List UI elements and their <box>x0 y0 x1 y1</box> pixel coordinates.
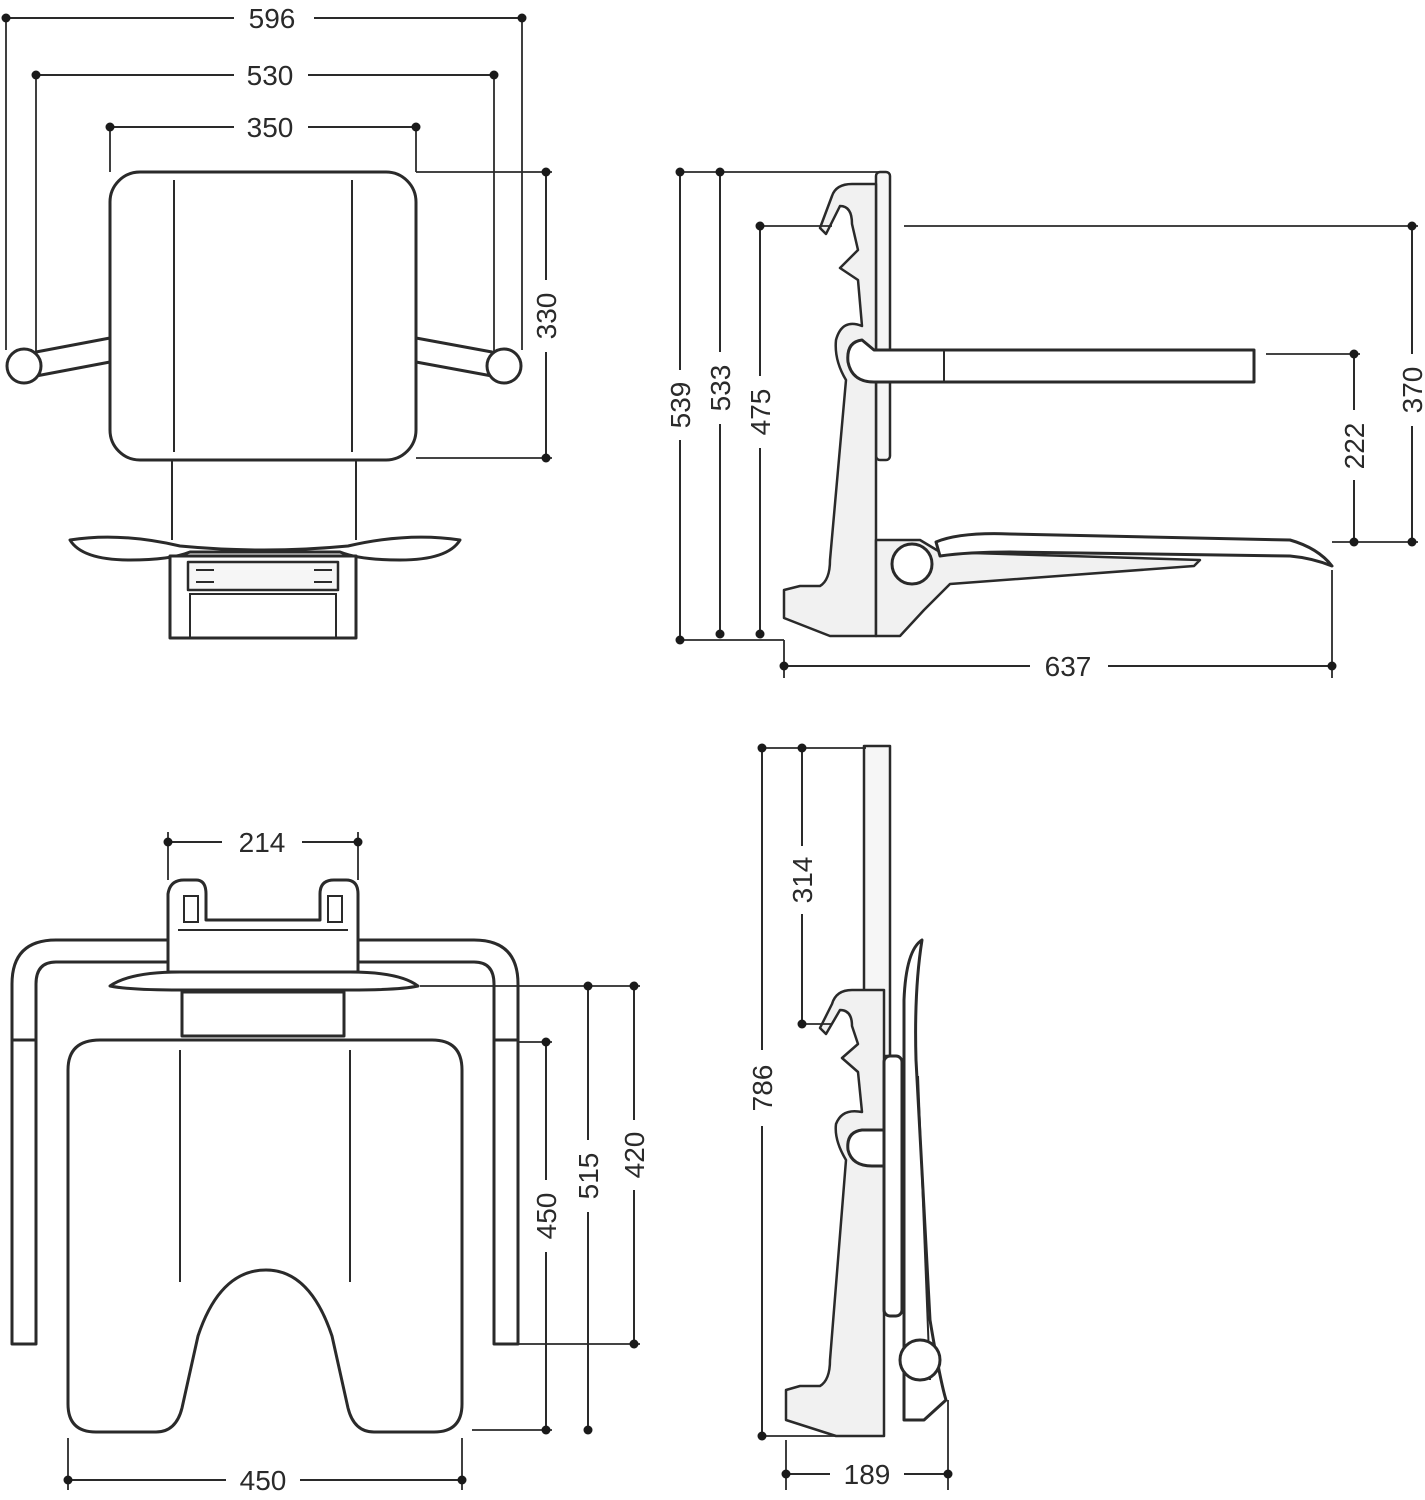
dim-420: 420 <box>619 1132 650 1179</box>
dim-450-vertical: 450 <box>531 1193 562 1240</box>
folded-seat <box>902 938 948 1422</box>
dim-533: 533 <box>705 365 736 412</box>
dim-214: 214 <box>239 827 286 858</box>
side-seat <box>934 532 1334 568</box>
side-backrest <box>874 170 892 462</box>
dim-475: 475 <box>745 389 776 436</box>
dim-515: 515 <box>573 1153 604 1200</box>
folded-hinge <box>898 1338 942 1382</box>
dim-786: 786 <box>747 1065 778 1112</box>
front-backrest <box>108 170 418 462</box>
dim-370: 370 <box>1397 367 1425 414</box>
side-view: 539 533 475 370 222 637 <box>665 167 1425 682</box>
dim-637: 637 <box>1045 651 1092 682</box>
plan-left-arm <box>10 1038 38 1346</box>
side-armrest <box>846 338 1256 384</box>
plan-seat <box>66 1038 464 1434</box>
folded-bracket <box>784 988 886 1438</box>
dim-530: 530 <box>247 60 294 91</box>
dim-222: 222 <box>1339 423 1370 470</box>
dim-330: 330 <box>531 293 562 340</box>
side-bracket <box>782 182 878 638</box>
dim-314: 314 <box>787 857 818 904</box>
folded-view: 786 314 189 <box>747 743 953 1490</box>
plan-view: 214 450 515 420 450 <box>10 827 650 1496</box>
dim-189: 189 <box>844 1459 891 1490</box>
dim-539: 539 <box>665 382 696 429</box>
dim-450-horizontal: 450 <box>240 1465 287 1496</box>
front-right-armrest <box>414 336 494 378</box>
front-seat-edge <box>68 535 462 562</box>
front-left-armrest <box>34 336 112 378</box>
plan-right-arm <box>492 1038 520 1346</box>
plan-wall-bracket <box>166 878 360 974</box>
front-view: 596 530 350 330 <box>1 3 562 640</box>
dim-350: 350 <box>247 112 294 143</box>
dim-596: 596 <box>249 3 296 34</box>
